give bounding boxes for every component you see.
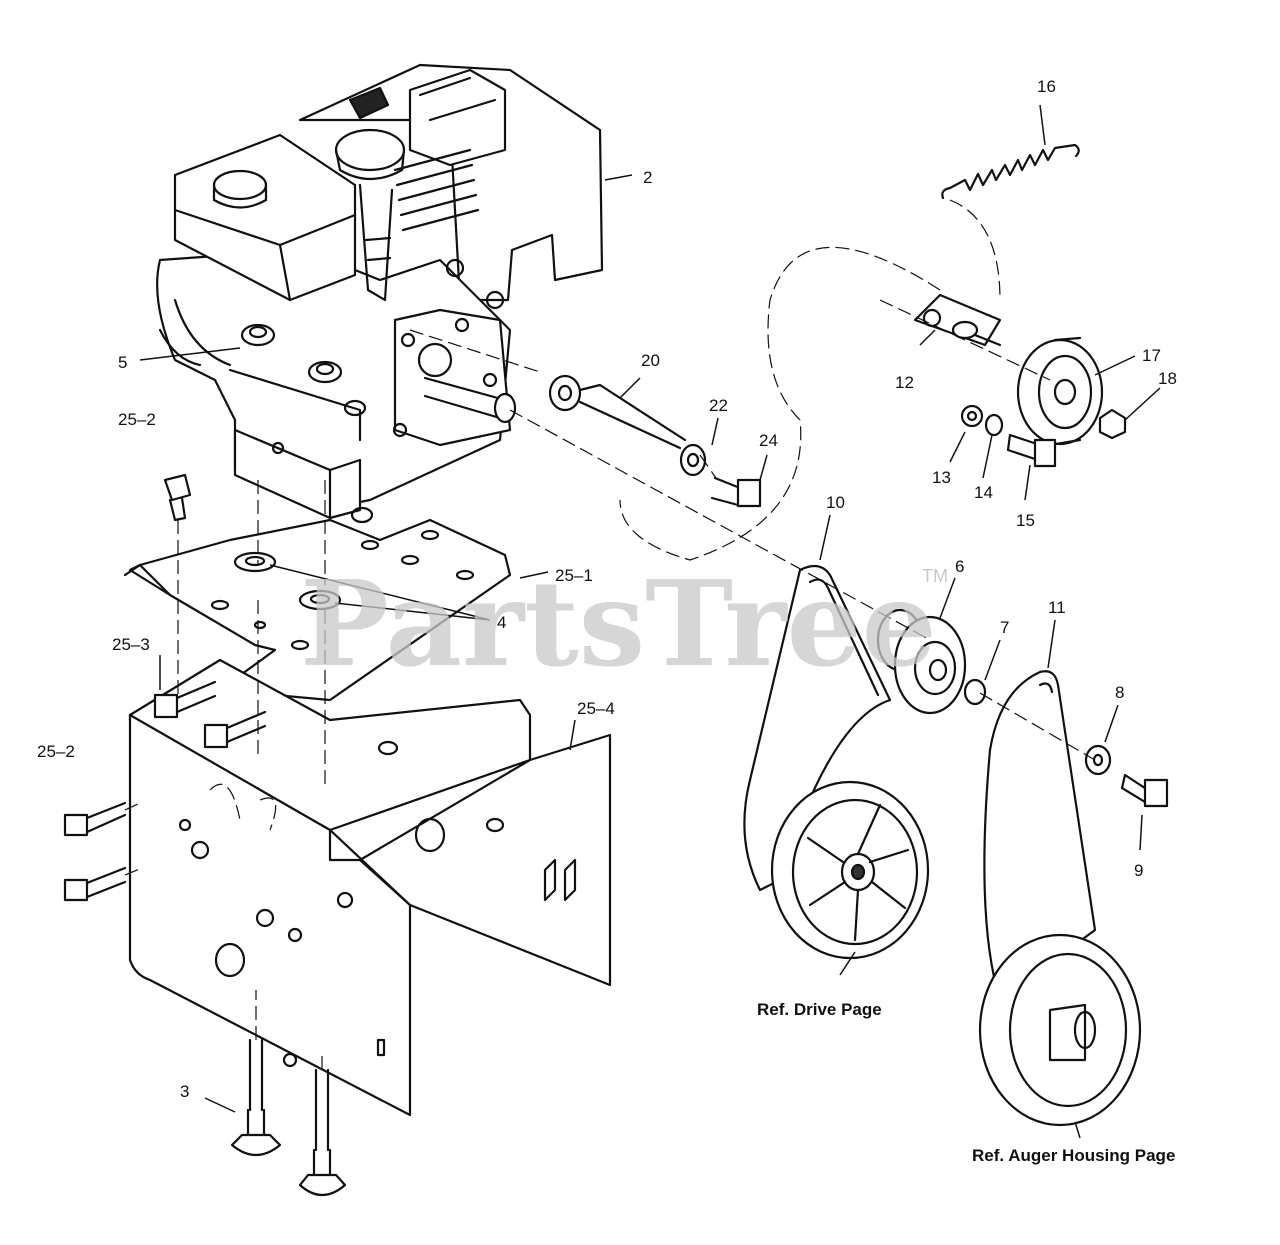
bolt-25-2-side — [63, 801, 127, 902]
callout-4: 4 — [497, 613, 506, 632]
bolt-15 — [1006, 433, 1057, 468]
washer-8 — [1084, 744, 1112, 776]
watermark-trademark: TM — [922, 566, 948, 586]
idler-pulley-17 — [1016, 336, 1104, 447]
pulley-6 — [876, 608, 967, 715]
spring-16 — [941, 143, 1080, 200]
callout-17: 17 — [1142, 346, 1161, 365]
spacer-7 — [963, 678, 987, 706]
callout-18: 18 — [1158, 369, 1177, 388]
bolt-9 — [1120, 773, 1169, 808]
callout-5: 5 — [118, 353, 127, 372]
callout-3: 3 — [180, 1082, 189, 1101]
washer-20 — [548, 374, 687, 450]
callout-25-1: 25–1 — [555, 566, 593, 585]
callout-2: 2 — [643, 168, 652, 187]
belt-10 — [743, 564, 892, 892]
callout-16: 16 — [1037, 77, 1056, 96]
belt-11 — [983, 670, 1097, 1002]
callout-11: 11 — [1048, 598, 1066, 617]
drive-pulley — [770, 780, 930, 960]
callout-25-4: 25–4 — [577, 699, 615, 718]
callout-13: 13 — [932, 468, 951, 487]
callout-14: 14 — [974, 483, 993, 502]
callout-7: 7 — [1000, 618, 1009, 637]
ref-auger-housing-page: Ref. Auger Housing Page — [972, 1146, 1175, 1165]
callout-8: 8 — [1115, 683, 1124, 702]
bolt-25-2-top — [163, 473, 192, 522]
callout-25-3: 25–3 — [112, 635, 150, 654]
callout-6: 6 — [955, 557, 964, 576]
bolt-3 — [230, 1038, 347, 1197]
ref-drive-page: Ref. Drive Page — [757, 1000, 882, 1019]
callout-12: 12 — [895, 373, 914, 392]
callout-10: 10 — [826, 493, 845, 512]
engine — [156, 63, 604, 524]
idler-arm-12 — [913, 293, 1002, 347]
callout-25-2-side: 25–2 — [37, 742, 75, 761]
washer-14 — [984, 413, 1004, 437]
bolt-24 — [710, 476, 762, 508]
bolt-25-3 — [153, 680, 267, 749]
callout-25-2-top: 25–2 — [118, 410, 156, 429]
callout-labels: 2 3 4 5 6 7 8 9 10 11 12 13 14 15 16 17 … — [37, 77, 1177, 1101]
callout-22: 22 — [709, 396, 728, 415]
alignment-lines — [124, 199, 1096, 1070]
reference-labels: Ref. Drive Page Ref. Auger Housing Page — [757, 1000, 1175, 1165]
spacer-13 — [960, 404, 984, 428]
leader-lines — [139, 104, 1161, 1139]
callout-15: 15 — [1016, 511, 1035, 530]
callout-24: 24 — [759, 431, 778, 450]
watermark: PartsTree TM — [300, 554, 948, 693]
auger-pulley — [978, 933, 1142, 1127]
frame-housing — [128, 658, 612, 1117]
callout-9: 9 — [1134, 861, 1143, 880]
watermark-text: PartsTree — [300, 554, 937, 693]
washer-22 — [679, 443, 707, 477]
callout-20: 20 — [641, 351, 660, 370]
nut-18 — [1098, 408, 1127, 440]
